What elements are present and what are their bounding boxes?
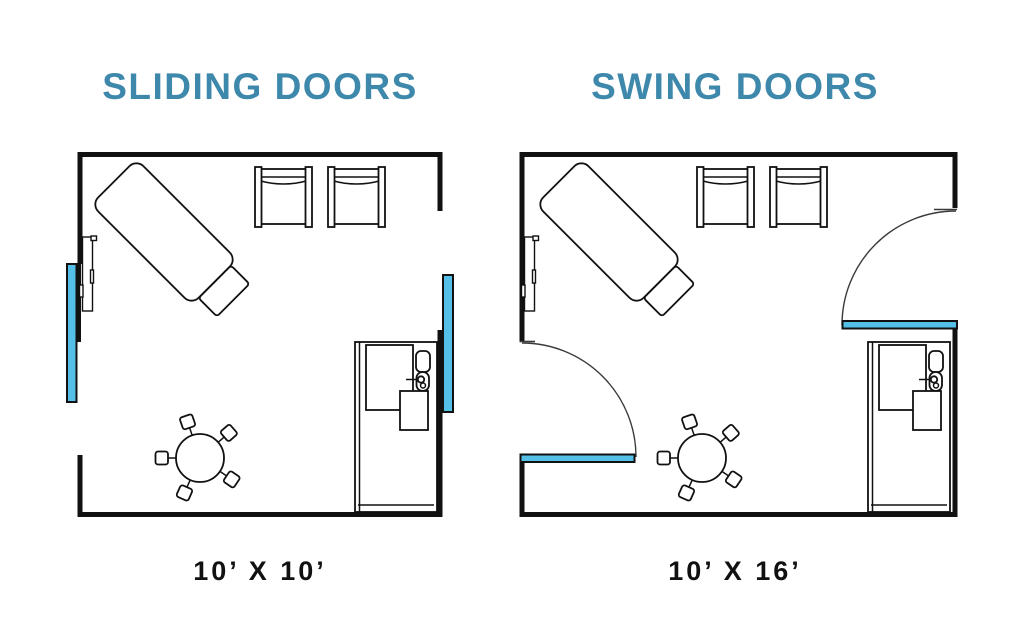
swing-door-left — [519, 340, 637, 463]
stool — [677, 479, 696, 502]
sliding-door-panel-left — [66, 263, 78, 403]
dispenser — [415, 350, 431, 373]
chair-2 — [327, 166, 386, 228]
vanity-unit — [354, 341, 438, 513]
sliding-door-panel-right — [442, 274, 454, 413]
swing-door-right — [841, 208, 958, 330]
table-top — [677, 433, 727, 483]
room-walls — [519, 152, 958, 517]
stool — [656, 450, 678, 466]
stool — [175, 479, 194, 502]
door-hardware — [78, 235, 98, 312]
swing-doors-title: SWING DOORS — [591, 66, 879, 107]
round-table — [656, 413, 743, 502]
stool — [681, 413, 698, 436]
sliding-doors-floor-plan — [66, 152, 454, 517]
chair-2 — [769, 166, 828, 228]
stool — [219, 470, 241, 489]
stool — [179, 413, 196, 436]
stool — [217, 424, 238, 443]
door-swing-arc — [521, 342, 637, 458]
vanity-unit — [867, 341, 951, 513]
side-table — [399, 390, 429, 431]
table-top — [175, 433, 225, 483]
round-table — [154, 413, 241, 502]
door-hardware — [520, 235, 540, 312]
bed-footstool — [643, 265, 695, 317]
swing-doors-floor-plan — [519, 152, 958, 517]
stool — [721, 470, 743, 489]
door-swing-arc — [841, 210, 957, 326]
stool — [154, 450, 176, 466]
chair-1 — [254, 166, 313, 228]
swing-door-leaf — [841, 320, 958, 330]
stool — [719, 424, 740, 443]
dispenser — [928, 350, 944, 373]
sliding-doors-title: SLIDING DOORS — [102, 66, 418, 107]
swing-door-leaf — [519, 453, 636, 463]
sliding-doors-dimension-label: 10’ X 10’ — [193, 556, 327, 586]
swing-doors-dimension-label: 10’ X 16’ — [668, 556, 802, 586]
bed-footstool — [198, 265, 250, 317]
room-walls — [76, 152, 443, 517]
chair-1 — [696, 166, 755, 228]
side-table — [912, 390, 942, 431]
